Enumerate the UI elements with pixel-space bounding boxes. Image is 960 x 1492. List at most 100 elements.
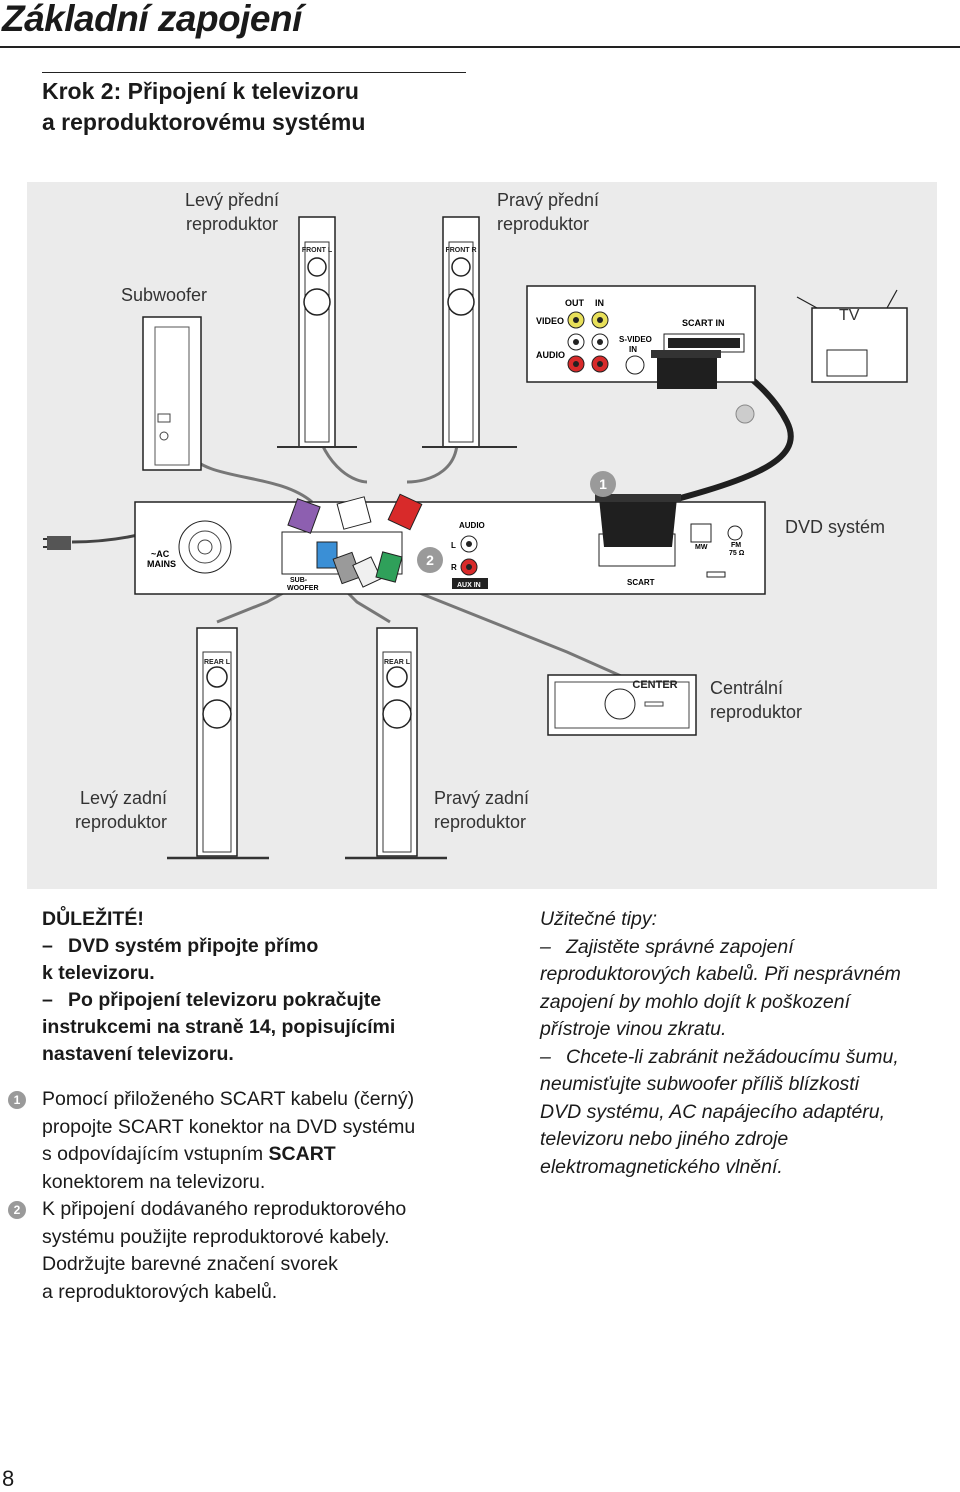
cable-rear-right: [345, 590, 391, 624]
tips-heading: Užitečné tipy:: [540, 908, 658, 930]
center-label-2: reproduktor: [710, 702, 803, 722]
instructions-column: DŮLEŽITÉ! – DVD systém připojte přímo k …: [8, 906, 482, 1306]
center-speaker: CENTER: [547, 674, 697, 736]
rear-right-speaker: REAR L: [345, 627, 447, 860]
dash: –: [540, 935, 551, 958]
tips-column: Užitečné tipy: – Zajistěte správné zapoj…: [540, 906, 960, 1181]
scart-plug-tv: [651, 350, 721, 389]
front-right-label-1: Pravý přední: [497, 190, 600, 210]
tip-1-line2: reproduktorových kabelů. Při nesprávném: [540, 963, 901, 985]
tv-audio-label: AUDIO: [536, 350, 565, 360]
rear-left-label: Levý zadní reproduktor: [63, 786, 167, 834]
tv-back-panel: OUT IN VIDEO AUDIO S-VIDEO IN SCART IN: [526, 285, 756, 383]
aux-in-label: AUX IN: [457, 582, 481, 589]
center-label-1: Centrální: [710, 678, 784, 698]
aux-r-label: R: [451, 563, 457, 572]
important-item-2-line1: Po připojení televizoru pokračujte: [68, 989, 382, 1011]
step-heading-line1: Krok 2: Připojení k televizoru: [42, 78, 359, 104]
tv-out-label: OUT: [565, 298, 585, 308]
connection-diagram: FRONT L FRONT R OUT IN VIDEO AUDIO: [27, 182, 937, 889]
aux-l-label: L: [451, 541, 456, 550]
important-note: DŮLEŽITÉ! – DVD systém připojte přímo k …: [42, 906, 482, 1068]
tip-2-line5: elektromagnetického vlnění.: [540, 1155, 783, 1178]
callout-1: 1: [590, 471, 616, 497]
tip-2-line2: neumisťujte subwoofer příliš blízkosti: [540, 1073, 860, 1095]
tv-scart-in-label: SCART IN: [682, 318, 725, 328]
rear-left-speaker: REAR L: [167, 627, 269, 860]
rear-right-label-1: Pravý zadní: [434, 788, 530, 808]
important-item-2-line3: nastavení televizoru.: [42, 1043, 234, 1065]
step-heading-line2: a reproduktorovému systému: [42, 109, 366, 135]
important-item-2-line2: instrukcemi na straně 14, popisujícími: [42, 1016, 396, 1038]
step-1-line3-text: s odpovídajícím vstupním: [42, 1143, 269, 1165]
important-item-1: – DVD systém připojte přímo: [42, 933, 482, 960]
important-item-1-line1: DVD systém připojte přímo: [68, 935, 319, 957]
dash: –: [42, 989, 53, 1011]
ac-plug: [43, 536, 71, 550]
dash: –: [540, 1045, 551, 1068]
step-2-line3: Dodržujte barevné značení svorek: [42, 1253, 338, 1275]
scart-label: SCART: [627, 578, 655, 587]
step-2-line1: K připojení dodávaného reproduktorového: [42, 1198, 407, 1220]
rear-right-label: Pravý zadní reproduktor: [434, 786, 529, 834]
front-left-label-1: Levý přední: [184, 190, 280, 210]
callout-2: 2: [417, 547, 443, 573]
tv-svideo-label-1: S-VIDEO: [619, 335, 652, 344]
subwoofer-unit: [142, 316, 202, 471]
tip-2: – Chcete-li zabránit nežádoucímu šumu,: [540, 1044, 960, 1072]
tip-1: – Zajistěte správné zapojení: [540, 934, 960, 962]
tv-label: TV: [839, 307, 860, 324]
fm-label: FM: [731, 542, 741, 549]
step-1-line2: propojte SCART konektor na DVD systému: [42, 1115, 416, 1138]
important-item-2: – Po připojení televizoru pokračujte: [42, 987, 482, 1014]
front-left-speaker-text: FRONT L: [302, 247, 333, 254]
mw-label: MW: [695, 544, 708, 551]
audio-panel-label: AUDIO: [459, 521, 485, 530]
step-2-line4: a reproduktorových kabelů.: [42, 1280, 278, 1303]
tip-1-line3: zapojení by mohlo dojít k poškození: [540, 990, 851, 1013]
sub-woofer-label-1: SUB-: [290, 577, 308, 584]
tv-video-label: VIDEO: [536, 316, 564, 326]
dvd-system-label: DVD systém: [785, 517, 886, 537]
tip-2-line1: Chcete-li zabránit nežádoucímu šumu,: [566, 1045, 899, 1068]
ac-mains-label-2: MAINS: [147, 559, 176, 569]
dash: –: [42, 935, 53, 957]
front-left-label-2: reproduktor: [185, 214, 279, 234]
subwoofer-label: Subwoofer: [121, 285, 208, 305]
step-1-line1: Pomocí přiloženého SCART kabelu (černý): [42, 1088, 415, 1110]
step-heading: Krok 2: Připojení k televizoru a reprodu…: [42, 76, 472, 138]
front-right-speaker: FRONT R: [422, 216, 517, 448]
step-1-line4: konektorem na televizoru.: [42, 1170, 266, 1193]
page-number: 8: [2, 1466, 15, 1491]
cable-marker-tv: [735, 404, 755, 424]
cable-rear-left: [216, 590, 286, 624]
scart-plug-dvd: [595, 494, 681, 547]
diagram-drawing: FRONT L FRONT R OUT IN VIDEO AUDIO: [43, 216, 908, 860]
important-heading: DŮLEŽITÉ!: [42, 908, 144, 930]
important-item-1-line2: k televizoru.: [42, 962, 155, 984]
rear-left-label-1: Levý zadní: [79, 788, 167, 808]
page-title: Základní zapojení: [2, 0, 302, 39]
tip-2-line4: televizoru nebo jiného zdroje: [540, 1128, 789, 1150]
rear-left-label-2: reproduktor: [74, 812, 167, 832]
front-right-label: Pravý přední reproduktor: [497, 188, 637, 236]
step-2-number: 2: [8, 1201, 26, 1219]
step-1: 1 Pomocí přiloženého SCART kabelu (černý…: [8, 1086, 482, 1196]
step-2: 2 K připojení dodávaného reproduktorovéh…: [8, 1196, 482, 1306]
tv-set: TV: [796, 289, 908, 383]
ac-mains-label-1: ~AC: [151, 549, 170, 559]
rear-right-speaker-text: REAR L: [384, 659, 411, 666]
step-1-number: 1: [8, 1091, 26, 1109]
rear-right-label-2: reproduktor: [434, 812, 527, 832]
sub-woofer-label-2: WOOFER: [287, 585, 319, 592]
title-rule: [0, 46, 960, 48]
cable-subwoofer: [185, 451, 313, 504]
front-left-label: Levý přední reproduktor: [166, 188, 298, 236]
callout-2-text: 2: [426, 552, 434, 568]
fm-ohm-label: 75 Ω: [729, 550, 745, 557]
step-1-line3-bold: SCART: [268, 1143, 336, 1165]
front-left-speaker: FRONT L: [277, 216, 357, 448]
step-1-line3: s odpovídajícím vstupním SCART: [42, 1141, 482, 1169]
front-right-speaker-text: FRONT R: [445, 247, 476, 254]
front-right-label-2: reproduktor: [497, 214, 590, 234]
